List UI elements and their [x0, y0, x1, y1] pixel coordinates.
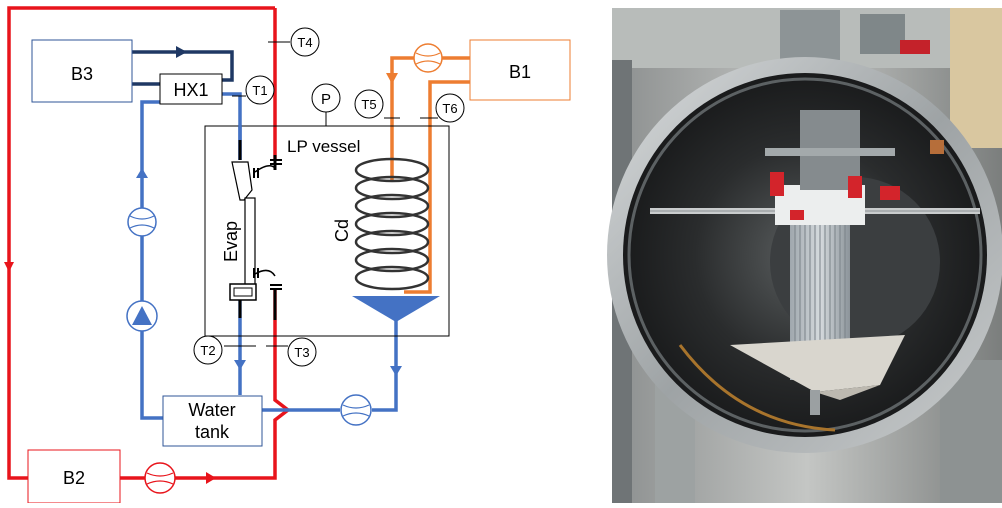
water-tank-label-line1: Water [188, 400, 235, 420]
flow-arrow-blue-down-t2 [234, 360, 246, 370]
water-tank-box [162, 395, 263, 447]
flow-arrow-darkblue-right [176, 46, 187, 58]
svg-text:P: P [321, 91, 331, 108]
b3-label: B3 [71, 64, 93, 84]
flow-arrow-red-down [4, 262, 14, 272]
flow-arrow-blue-up [136, 168, 148, 178]
sensor-t1: T1 [232, 75, 275, 105]
test-rig-photo [607, 8, 1002, 503]
flowmeter-icon-orange [413, 43, 443, 73]
b1-label: B1 [509, 62, 531, 82]
b2-label: B2 [63, 468, 85, 488]
b3-box [31, 39, 133, 103]
condensate-funnel [352, 296, 440, 322]
condenser-loop [390, 56, 470, 294]
water-tank-label-line2: tank [195, 422, 230, 442]
sensor-t6: T6 [420, 93, 465, 123]
evaporator [229, 125, 282, 320]
flowmeter-icon-hot [144, 462, 176, 494]
sensor-p: P [311, 83, 341, 126]
flowmeter-icon-cold [127, 207, 157, 237]
b1-box [469, 39, 571, 101]
lp-vessel [204, 125, 450, 337]
flow-arrow-red-right [206, 472, 216, 484]
flowmeter-icon-tank [340, 394, 372, 426]
svg-text:T5: T5 [361, 97, 376, 112]
sensor-t5: T5 [354, 89, 400, 119]
flow-arrow-blue-down-tank [390, 366, 402, 376]
svg-text:T4: T4 [297, 35, 312, 50]
svg-text:T6: T6 [442, 101, 457, 116]
svg-text:T1: T1 [252, 83, 267, 98]
hx1-label: HX1 [173, 80, 208, 100]
evap-label: Evap [221, 221, 241, 262]
hot-water-loop [7, 6, 291, 480]
svg-text:T2: T2 [200, 343, 215, 358]
svg-text:T3: T3 [294, 345, 309, 360]
cd-label: Cd [332, 219, 352, 242]
condenser-coil [354, 157, 430, 291]
hx1-box [159, 73, 223, 105]
sensor-t2: T2 [193, 335, 256, 365]
lp-vessel-label: LP vessel [287, 137, 360, 156]
sensor-t4: T4 [268, 27, 320, 57]
flow-arrow-orange-down [386, 73, 398, 84]
pump-icon [126, 300, 158, 332]
b2-box [27, 449, 121, 504]
sensor-t3: T3 [266, 337, 317, 367]
